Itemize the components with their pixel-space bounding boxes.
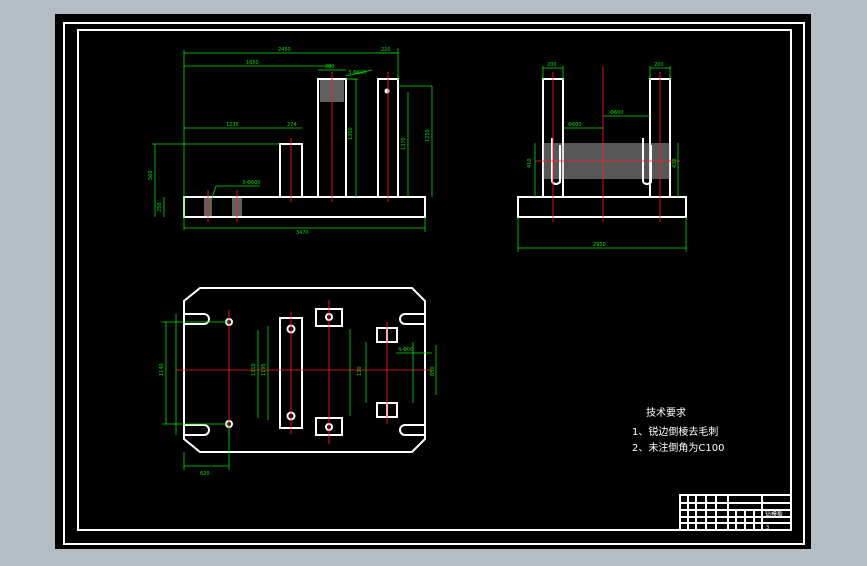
dim-front-height-b: 1370 (401, 137, 407, 150)
side-base (517, 196, 687, 218)
dim-side-overall: 2950 (593, 242, 606, 248)
dim-plan-right-h: 850 (430, 366, 436, 376)
dim-front-left-width: 1650 (246, 60, 259, 66)
title-block-code: 3 (766, 525, 769, 531)
plan-outline (183, 287, 426, 453)
notes-line-1: 1、锐边倒棱去毛刺 (632, 425, 718, 438)
side-view: 200 200 Φ600 Φ600 410 430 2950 (517, 62, 687, 252)
plan-view: 1140 1310 1195 850 4-Φ00 130 620 (159, 287, 437, 477)
dim-front-overall-top: 2450 (278, 47, 291, 53)
dim-plan-mid-h: 1310 (251, 363, 257, 376)
dim-plan-left-h: 1140 (159, 363, 165, 376)
notes-line-2: 2、未注倒角为C100 (632, 441, 724, 454)
technical-notes: 技术要求 1、锐边倒棱去毛刺 2、未注倒角为C100 (632, 406, 724, 454)
inner-frame (77, 29, 792, 531)
dim-front-step-w: 274 (287, 122, 297, 128)
dim-side-top-left: 200 (547, 62, 557, 68)
dim-front-post2-w: 220 (381, 47, 391, 53)
dim-front-hole-note: 3-Φ600 (242, 180, 260, 186)
dim-side-top-right: 200 (654, 62, 664, 68)
dim-front-left-h: 560 (148, 170, 154, 180)
drawing-sheet (55, 14, 811, 549)
dim-front-post1-w: 280 (325, 64, 335, 70)
dim-plan-mid-h2: 1195 (261, 363, 267, 376)
dim-plan-slot-w: 130 (357, 366, 363, 376)
dim-plan-bottom: 620 (200, 471, 210, 477)
dim-front-small-h: 250 (157, 202, 163, 212)
dim-side-hole: Φ600 (610, 110, 623, 116)
dim-front-height-a: 1350 (348, 127, 354, 140)
dim-front-height-c: 1250 (425, 129, 431, 142)
dim-plan-hole-note: 4-Φ00 (398, 347, 413, 353)
title-block-name: 钻模板 (765, 510, 783, 518)
outer-frame (63, 22, 805, 545)
dim-side-right-h: 430 (672, 158, 678, 168)
title-block: 钻模板 3 (679, 494, 792, 531)
dim-side-center: Φ600 (568, 122, 581, 128)
front-hole (384, 88, 390, 94)
dim-front-overall-bottom: 3470 (296, 230, 309, 236)
dim-side-left-h: 410 (527, 158, 533, 168)
dim-front-slot-note: 3-Φ600 (348, 70, 366, 76)
notes-title: 技术要求 (646, 406, 686, 419)
front-view: 2450 1650 280 220 3-Φ600 1235 274 1350 1… (148, 47, 433, 236)
dim-front-step: 1235 (226, 122, 239, 128)
